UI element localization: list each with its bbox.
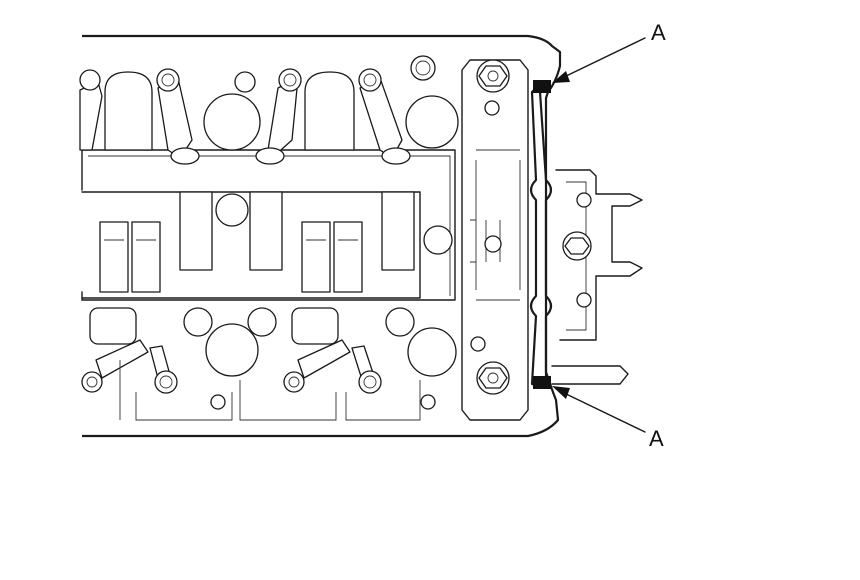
hex-bolt-top: [476, 59, 510, 93]
hex-bolt-bottom: [476, 361, 510, 395]
rocker-arms-top: [79, 68, 411, 165]
gasket-strip: [529, 88, 553, 388]
lower-pockets: [119, 360, 421, 421]
rocker-arms-bottom: [81, 307, 457, 410]
sealant-point-top: [533, 80, 551, 93]
bearing-caps: [99, 191, 453, 293]
callout-label-bottom: A: [649, 426, 664, 451]
end-bracket: [551, 169, 643, 385]
timing-end-web: [461, 59, 529, 421]
callout-label-top: A: [651, 20, 666, 45]
cam-lobes-top: [104, 55, 459, 151]
leader-line-bottom: [552, 386, 646, 433]
sealant-point-bottom: [533, 376, 551, 389]
leader-line-top: [552, 37, 646, 83]
